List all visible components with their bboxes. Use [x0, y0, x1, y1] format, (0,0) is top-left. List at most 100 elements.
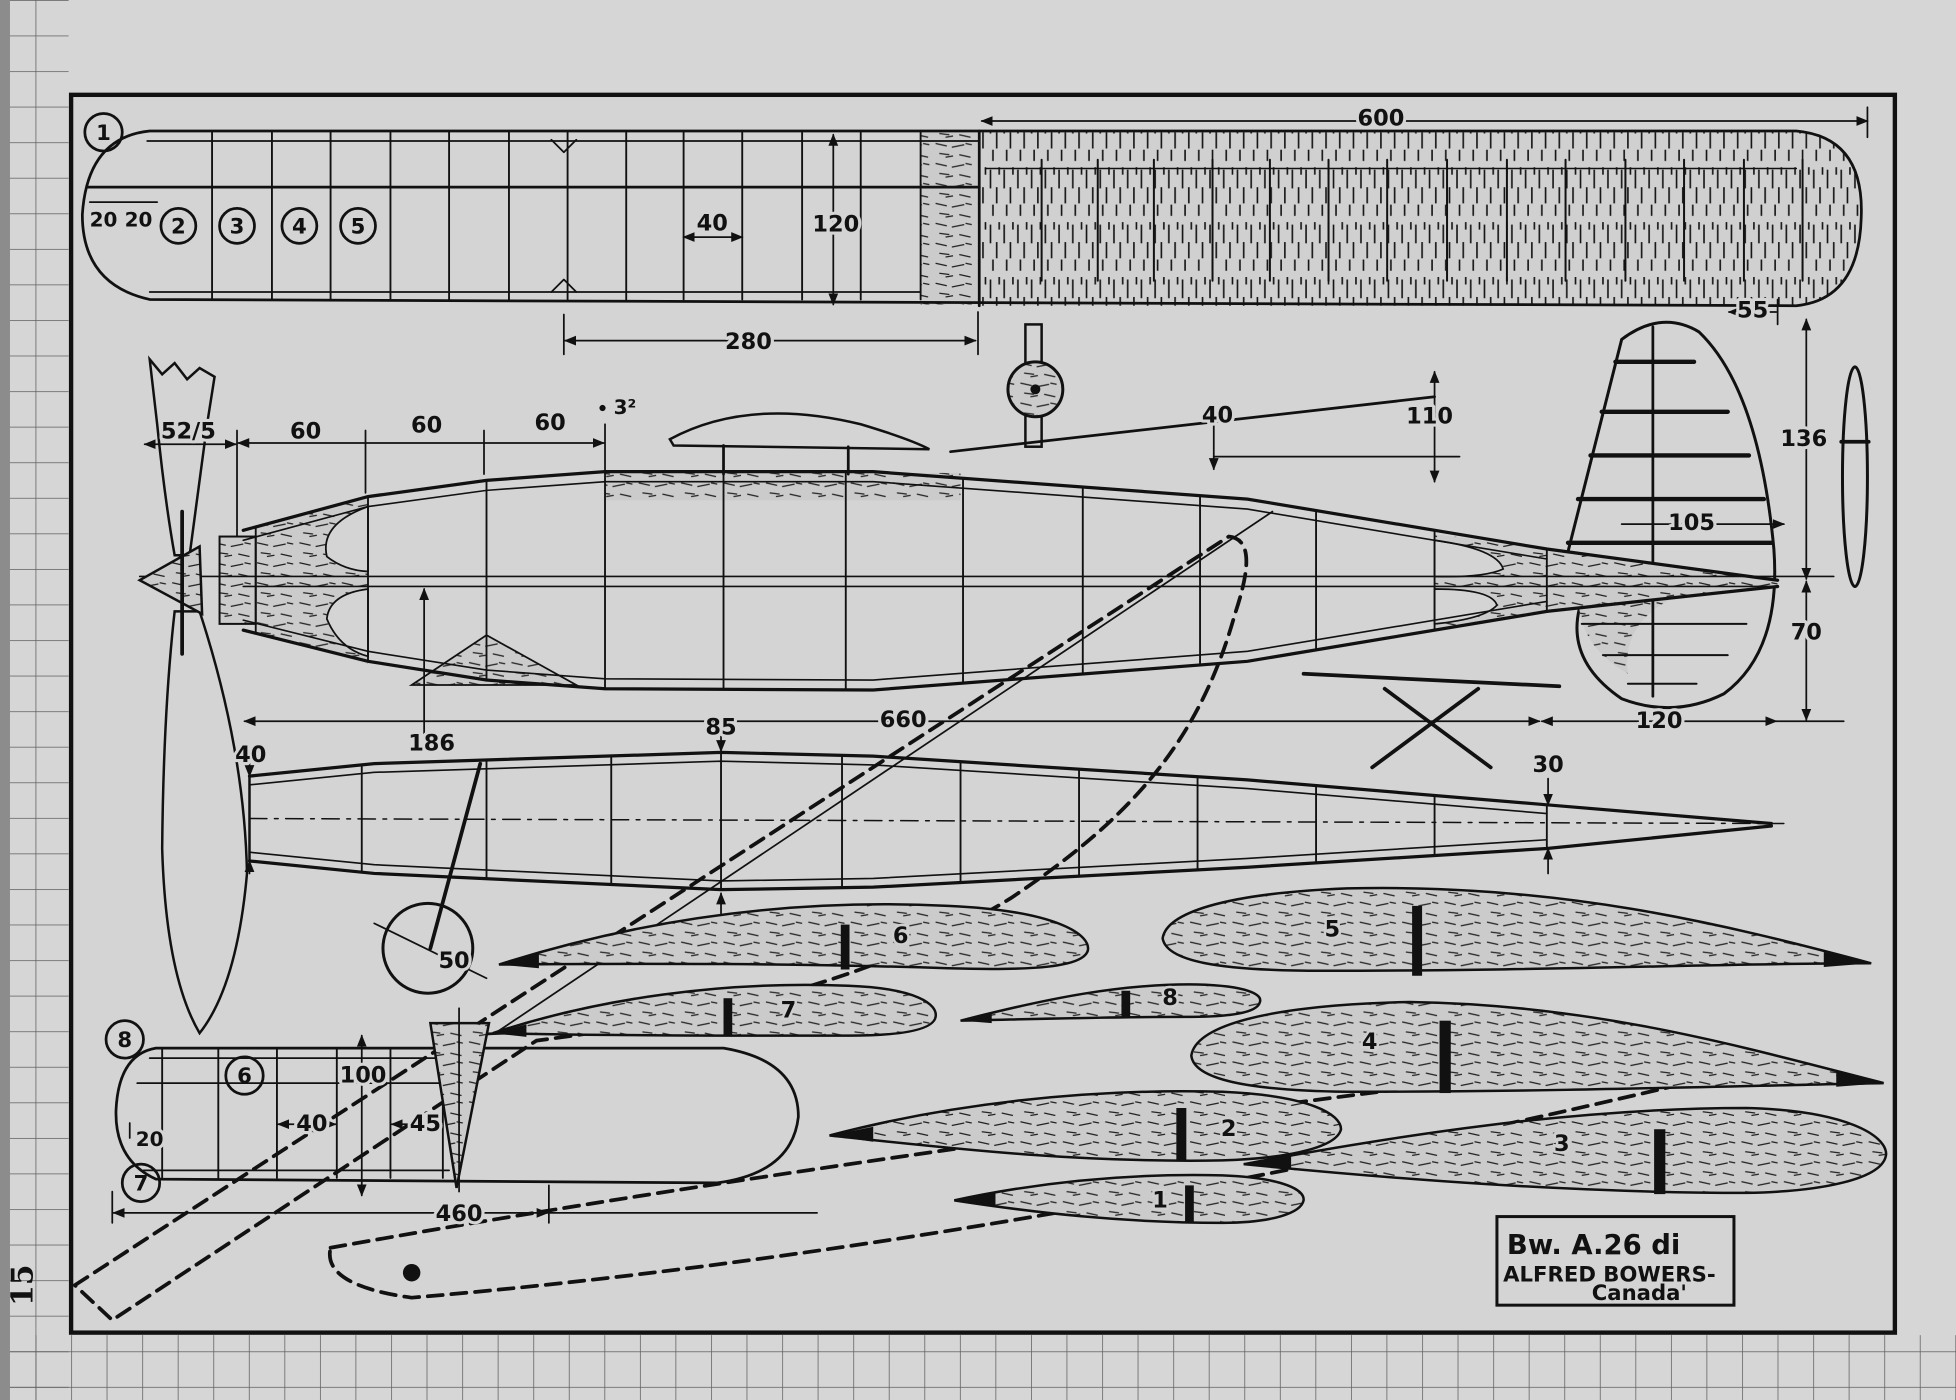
rib-marker-label: 4	[292, 213, 307, 238]
wing-sheeted-panel	[979, 131, 1862, 306]
wing-pylon	[722, 444, 850, 476]
mid-label: 85	[705, 714, 736, 740]
rib-spar-notch	[840, 924, 850, 970]
rib-number: 2	[1221, 1116, 1237, 1142]
rib-number: 3	[1554, 1131, 1570, 1157]
propeller-disc: 50	[373, 761, 488, 995]
stab-marker-7: 7	[120, 1162, 162, 1203]
span-label: 600	[1358, 106, 1405, 132]
spinner	[137, 544, 204, 617]
rib-spar-notch	[1121, 990, 1131, 1019]
fin-chord-label: 105	[1668, 510, 1715, 536]
stab-marker-6: 6	[224, 1055, 265, 1096]
offset-dot	[599, 404, 606, 412]
nose-cutout-lower	[325, 587, 369, 658]
plan-top-longeron	[248, 760, 1548, 815]
nose-cutout-upper	[324, 505, 369, 573]
bay-label-1: 60	[290, 419, 321, 445]
wing-dihedral-marks	[550, 138, 578, 293]
stab-spacing-2-label: 45	[410, 1111, 441, 1137]
wing-ribs	[211, 131, 1804, 301]
stab-span-ticks	[111, 1184, 818, 1224]
view-marker-label: 1	[96, 120, 111, 145]
nose-block	[218, 535, 257, 625]
fuselage-bottom-outline	[241, 584, 1780, 692]
rib-5: 5	[1161, 886, 1872, 976]
rib-spacing-label: 40	[697, 210, 728, 236]
wing-outline	[80, 129, 1863, 308]
wing-rib-marker-5: 5	[339, 207, 377, 245]
rib-trailing-edge	[1823, 952, 1872, 968]
tail-width-label: 30	[1532, 752, 1563, 778]
height-label: 186	[408, 731, 455, 757]
center-section-label: 280	[725, 329, 772, 355]
incidence-line	[949, 395, 1436, 454]
rib-trailing-edge	[829, 1126, 874, 1142]
rib-airfoil	[954, 1173, 1305, 1225]
page-number: 15	[5, 1264, 40, 1306]
fuselage-top-outline	[241, 470, 1780, 582]
bay-ticks	[236, 423, 606, 538]
gear-leg-2	[1370, 686, 1481, 770]
stab-marker-label: 6	[237, 1063, 252, 1088]
gear-leg-1	[1382, 686, 1493, 770]
rib-4: 4	[1190, 1000, 1884, 1094]
rib-1: 1	[954, 1173, 1305, 1225]
title-block: Bw. A.26 di ALFRED BOWERS- Canada'	[1495, 1215, 1736, 1307]
rib-spar-notch	[1439, 1020, 1451, 1094]
graph-paper-bottom	[0, 1335, 1956, 1400]
model-name: Bw. A.26 di	[1507, 1230, 1680, 1261]
fuselage-side-structure	[138, 470, 1835, 692]
wing-plan-view: 1 20 20 2 3 4 5 40 120 600 280	[80, 102, 1869, 358]
rib-airfoil	[1190, 1000, 1884, 1094]
rib-marker-label: 2	[171, 213, 186, 238]
dashed-outline-marker	[402, 1263, 421, 1282]
rib-3: 3	[1243, 1106, 1888, 1195]
stabilizer-outline	[114, 1046, 800, 1185]
rib-spar-notch	[723, 998, 733, 1036]
top-sheeting	[605, 472, 961, 501]
stab-span-label: 460	[436, 1201, 483, 1227]
incidence-height-label: 110	[1406, 404, 1453, 430]
bay-label-2: 60	[411, 412, 442, 438]
rib-airfoil	[960, 983, 1262, 1022]
title-box	[1495, 1215, 1736, 1307]
rib-number: 7	[781, 998, 797, 1024]
gear-bar	[1301, 671, 1562, 689]
nose-label: 52/5	[161, 419, 216, 445]
bay-label-3: 60	[535, 410, 566, 436]
fin-ribs	[1565, 359, 1774, 685]
propeller-blade-upper	[147, 355, 216, 557]
fin-lower-label: 70	[1791, 620, 1822, 646]
prop-size-label: 50	[438, 948, 469, 974]
prop-pitch-line	[428, 761, 483, 951]
fin-section	[1840, 365, 1869, 588]
dashed-tail-outline	[327, 1046, 1736, 1300]
fin-top-label: 55	[1737, 298, 1768, 324]
stab-marker-label: 8	[117, 1027, 132, 1052]
designer-name: ALFRED BOWERS-	[1503, 1261, 1715, 1286]
wing-airfoil-on-pylon	[668, 412, 930, 451]
graph-paper-left	[0, 0, 69, 1400]
rib-trailing-edge	[1836, 1071, 1884, 1087]
plan-bottom-longeron	[248, 838, 1548, 882]
wheel-detail	[1006, 323, 1065, 448]
rib-8: 8	[960, 983, 1262, 1024]
rib-number: 5	[1324, 917, 1340, 943]
rib-spar-notch	[1185, 1185, 1194, 1223]
fuselage-side-view: 52/5 60 60 60 3²	[137, 355, 1835, 1036]
prop-disc-circle	[381, 901, 475, 995]
rib-6: 6	[498, 903, 1090, 971]
view-marker-1: 1	[83, 112, 124, 153]
wing-mount-gusset	[408, 634, 580, 686]
stab-tip-label: 20	[136, 1127, 164, 1151]
wheel-hub	[1030, 384, 1041, 395]
rib-number: 4	[1362, 1029, 1378, 1055]
designer-country: Canada'	[1592, 1280, 1687, 1305]
rib-trailing-edge	[498, 953, 539, 969]
rib-airfoil	[1243, 1106, 1888, 1195]
nose-width-label: 40	[235, 742, 266, 768]
fin-base-sheeting	[1579, 598, 1672, 674]
rib-7: 7	[492, 983, 937, 1037]
